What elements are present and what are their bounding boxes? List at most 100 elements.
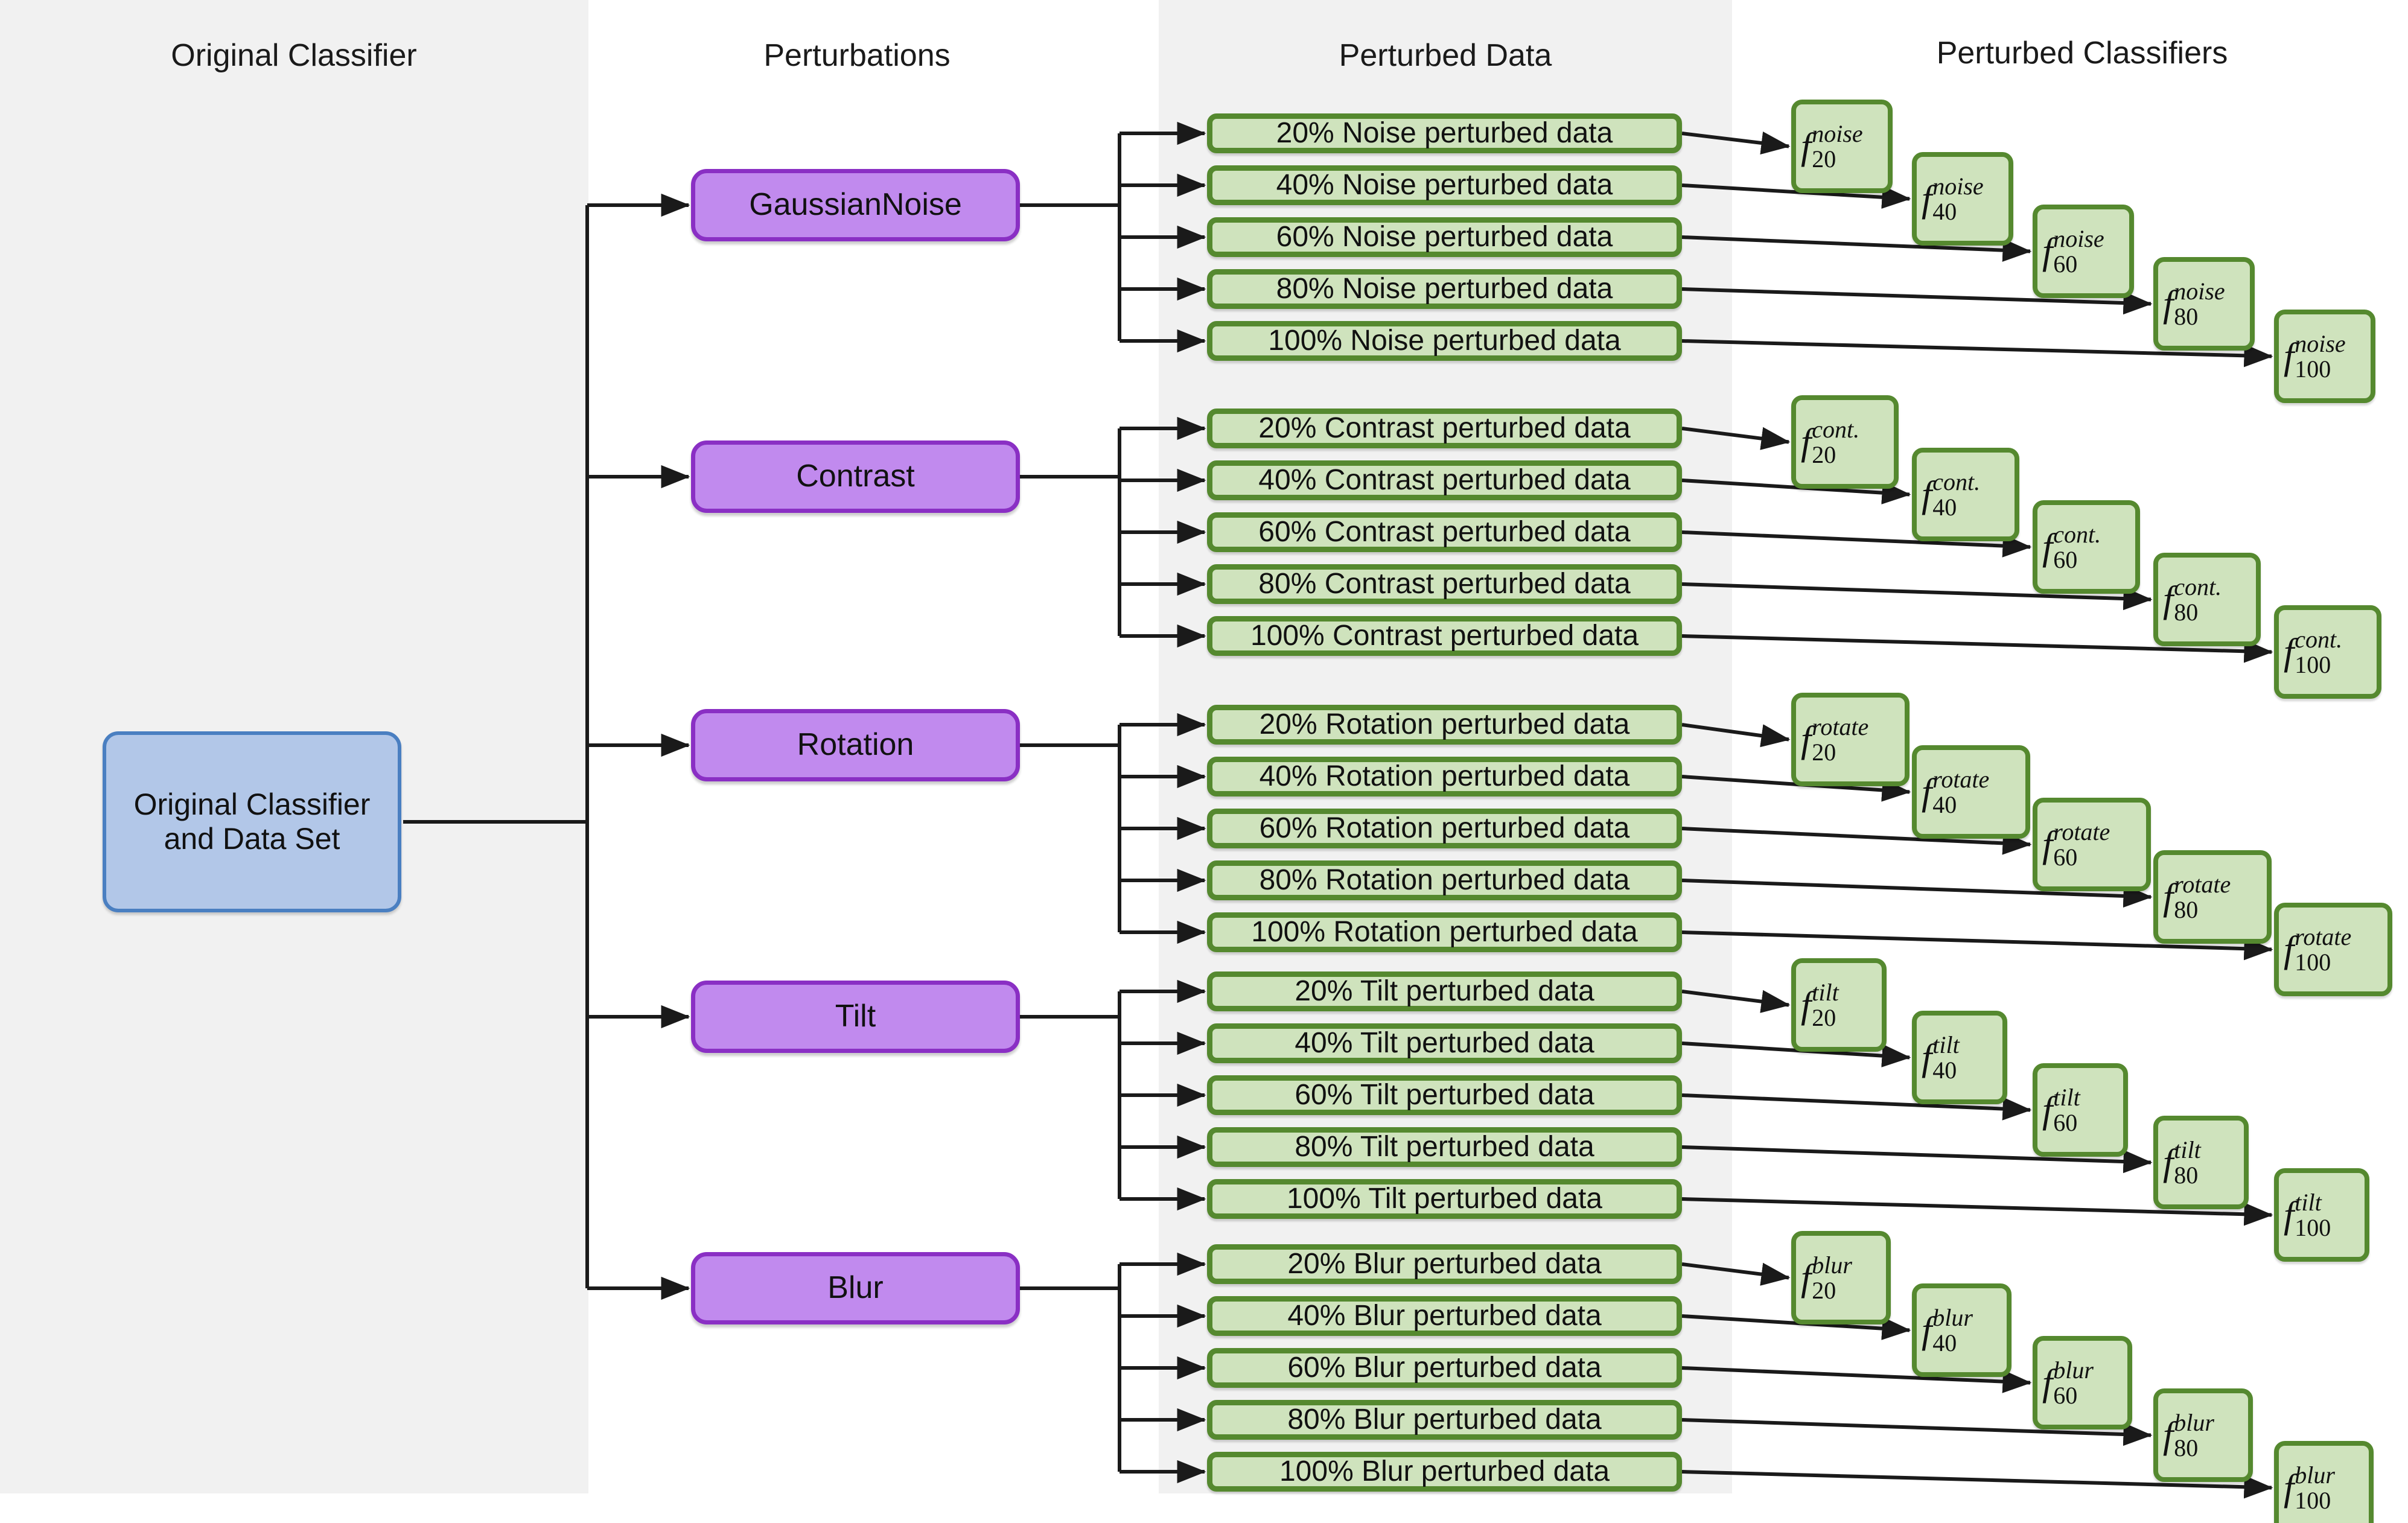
data-node-label: 40% Noise perturbed data bbox=[1276, 169, 1613, 202]
data-node-contrast-20[interactable]: 20% Contrast perturbed data bbox=[1207, 409, 1682, 448]
perturbation-label-tilt: Tilt bbox=[835, 999, 876, 1034]
classifier-scripts: cont.100 bbox=[2295, 625, 2343, 677]
data-node-rotation-100[interactable]: 100% Rotation perturbed data bbox=[1207, 912, 1682, 952]
perturbation-node-tilt[interactable]: Tilt bbox=[691, 981, 1020, 1053]
data-node-rotation-40[interactable]: 40% Rotation perturbed data bbox=[1207, 757, 1682, 796]
classifier-subscript: 60 bbox=[2053, 1108, 2078, 1136]
data-node-rotation-60[interactable]: 60% Rotation perturbed data bbox=[1207, 809, 1682, 848]
data-node-blur-80[interactable]: 80% Blur perturbed data bbox=[1207, 1400, 1682, 1440]
classifier-superscript: blur bbox=[1932, 1303, 1973, 1331]
data-node-label: 60% Noise perturbed data bbox=[1276, 221, 1613, 253]
classifier-superscript: cont. bbox=[2295, 625, 2343, 653]
classifier-function-symbol: f bbox=[2284, 335, 2295, 377]
classifier-subscript: 40 bbox=[1932, 493, 1957, 521]
perturbation-node-blur[interactable]: Blur bbox=[691, 1252, 1020, 1324]
perturbation-node-contrast[interactable]: Contrast bbox=[691, 440, 1020, 513]
column-title-data: Perturbed Data bbox=[1339, 38, 1552, 73]
data-node-noise-20[interactable]: 20% Noise perturbed data bbox=[1207, 113, 1682, 153]
data-node-rotation-20[interactable]: 20% Rotation perturbed data bbox=[1207, 705, 1682, 745]
classifier-subscript: 80 bbox=[2174, 895, 2199, 923]
data-node-label: 20% Rotation perturbed data bbox=[1259, 708, 1630, 741]
data-node-noise-40[interactable]: 40% Noise perturbed data bbox=[1207, 165, 1682, 205]
node-original-classifier-and-dataset[interactable]: Original Classifier and Data Set bbox=[103, 731, 401, 912]
classifier-superscript: noise bbox=[2174, 277, 2225, 305]
data-node-blur-20[interactable]: 20% Blur perturbed data bbox=[1207, 1244, 1682, 1284]
data-node-label: 20% Noise perturbed data bbox=[1276, 117, 1613, 150]
data-node-blur-40[interactable]: 40% Blur perturbed data bbox=[1207, 1296, 1682, 1336]
perturbation-node-noise[interactable]: GaussianNoise bbox=[691, 169, 1020, 241]
classifier-subscript: 20 bbox=[1812, 1276, 1836, 1304]
data-node-noise-80[interactable]: 80% Noise perturbed data bbox=[1207, 269, 1682, 309]
data-node-tilt-20[interactable]: 20% Tilt perturbed data bbox=[1207, 971, 1682, 1011]
data-node-contrast-40[interactable]: 40% Contrast perturbed data bbox=[1207, 460, 1682, 500]
classifier-superscript: blur bbox=[2295, 1461, 2335, 1489]
data-node-tilt-80[interactable]: 80% Tilt perturbed data bbox=[1207, 1127, 1682, 1167]
classifier-function-symbol: f bbox=[2284, 631, 2295, 673]
classifier-function-symbol: f bbox=[1801, 1257, 1812, 1299]
perturbation-label-contrast: Contrast bbox=[796, 459, 915, 494]
data-node-tilt-100[interactable]: 100% Tilt perturbed data bbox=[1207, 1179, 1682, 1219]
data-node-contrast-100[interactable]: 100% Contrast perturbed data bbox=[1207, 616, 1682, 656]
data-node-blur-60[interactable]: 60% Blur perturbed data bbox=[1207, 1348, 1682, 1388]
data-node-contrast-80[interactable]: 80% Contrast perturbed data bbox=[1207, 564, 1682, 604]
classifier-function-symbol: f bbox=[2163, 579, 2174, 620]
classifier-scripts: cont.60 bbox=[2053, 522, 2101, 572]
perturbation-node-rotation[interactable]: Rotation bbox=[691, 709, 1020, 781]
classifier-superscript: tilt bbox=[2295, 1188, 2322, 1216]
classifier-function-symbol: f bbox=[2042, 1089, 2053, 1131]
data-node-tilt-60[interactable]: 60% Tilt perturbed data bbox=[1207, 1075, 1682, 1115]
classifier-superscript: tilt bbox=[1812, 978, 1839, 1006]
data-node-contrast-60[interactable]: 60% Contrast perturbed data bbox=[1207, 512, 1682, 552]
classifier-subscript: 80 bbox=[2174, 1161, 2199, 1189]
data-node-tilt-40[interactable]: 40% Tilt perturbed data bbox=[1207, 1023, 1682, 1063]
data-node-blur-100[interactable]: 100% Blur perturbed data bbox=[1207, 1452, 1682, 1492]
classifier-superscript: blur bbox=[2053, 1356, 2094, 1384]
classifier-superscript: tilt bbox=[2174, 1136, 2201, 1163]
data-node-noise-100[interactable]: 100% Noise perturbed data bbox=[1207, 321, 1682, 361]
classifier-subscript: 100 bbox=[2295, 1486, 2331, 1514]
data-node-label: 60% Blur perturbed data bbox=[1287, 1352, 1602, 1384]
classifier-subscript: 100 bbox=[2295, 355, 2331, 383]
data-node-rotation-80[interactable]: 80% Rotation perturbed data bbox=[1207, 860, 1682, 900]
data-node-noise-60[interactable]: 60% Noise perturbed data bbox=[1207, 217, 1682, 257]
